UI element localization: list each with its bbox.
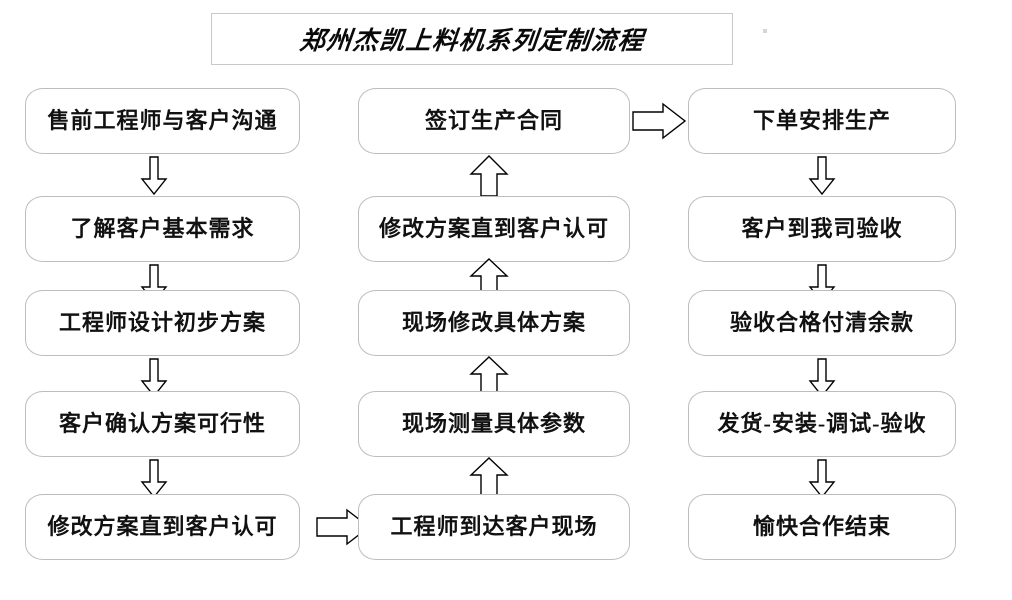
node-col2-5-label: 工程师到达客户现场 xyxy=(390,514,598,539)
node-col2-4-label: 现场测量具体参数 xyxy=(401,411,586,436)
node-col1-4-label: 客户确认方案可行性 xyxy=(58,411,266,436)
arrow-col3-3-to-4 xyxy=(808,358,836,398)
node-col1-3-label: 工程师设计初步方案 xyxy=(58,310,266,335)
node-col2-3-label: 现场修改具体方案 xyxy=(401,310,586,335)
node-col2-2-label: 修改方案直到客户认可 xyxy=(378,216,609,241)
node-col1-2-label: 了解客户基本需求 xyxy=(70,216,255,241)
node-col3-1-label: 下单安排生产 xyxy=(752,108,891,133)
node-col2-1[interactable]: 签订生产合同 xyxy=(358,88,630,154)
node-col1-4[interactable]: 客户确认方案可行性 xyxy=(25,391,300,457)
node-col1-1[interactable]: 售前工程师与客户沟通 xyxy=(25,88,300,154)
node-col3-4[interactable]: 发货-安装-调试-验收 xyxy=(688,391,956,457)
arrow-col1-1-to-2 xyxy=(140,156,168,196)
stray-mark xyxy=(763,29,767,33)
node-col3-5-label: 愉快合作结束 xyxy=(752,514,891,539)
node-col3-3-label: 验收合格付清余款 xyxy=(729,310,914,335)
arrow-col1-3-to-4 xyxy=(140,358,168,398)
connector-col2-to-col3 xyxy=(632,102,687,140)
chart-title-box: 郑州杰凯上料机系列定制流程 xyxy=(211,13,733,65)
node-col2-5[interactable]: 工程师到达客户现场 xyxy=(358,494,630,560)
node-col1-2[interactable]: 了解客户基本需求 xyxy=(25,196,300,262)
node-col2-4[interactable]: 现场测量具体参数 xyxy=(358,391,630,457)
node-col3-5[interactable]: 愉快合作结束 xyxy=(688,494,956,560)
node-col1-3[interactable]: 工程师设计初步方案 xyxy=(25,290,300,356)
node-col3-4-label: 发货-安装-调试-验收 xyxy=(717,411,927,436)
node-col1-5-label: 修改方案直到客户认可 xyxy=(47,514,278,539)
arrow-col2-5-to-4 xyxy=(469,457,509,497)
arrow-col3-4-to-5 xyxy=(808,459,836,499)
arrow-col2-4-to-3 xyxy=(469,356,509,394)
node-col3-3[interactable]: 验收合格付清余款 xyxy=(688,290,956,356)
arrow-col2-2-to-1 xyxy=(469,155,509,197)
arrow-col3-1-to-2 xyxy=(808,156,836,196)
node-col3-1[interactable]: 下单安排生产 xyxy=(688,88,956,154)
node-col2-2[interactable]: 修改方案直到客户认可 xyxy=(358,196,630,262)
arrow-col1-4-to-5 xyxy=(140,459,168,499)
node-col3-2[interactable]: 客户到我司验收 xyxy=(688,196,956,262)
node-col1-5[interactable]: 修改方案直到客户认可 xyxy=(25,494,300,560)
node-col2-3[interactable]: 现场修改具体方案 xyxy=(358,290,630,356)
node-col3-2-label: 客户到我司验收 xyxy=(741,216,903,241)
node-col2-1-label: 签订生产合同 xyxy=(424,108,563,133)
chart-title-text: 郑州杰凯上料机系列定制流程 xyxy=(298,28,646,55)
node-col1-1-label: 售前工程师与客户沟通 xyxy=(47,108,278,133)
